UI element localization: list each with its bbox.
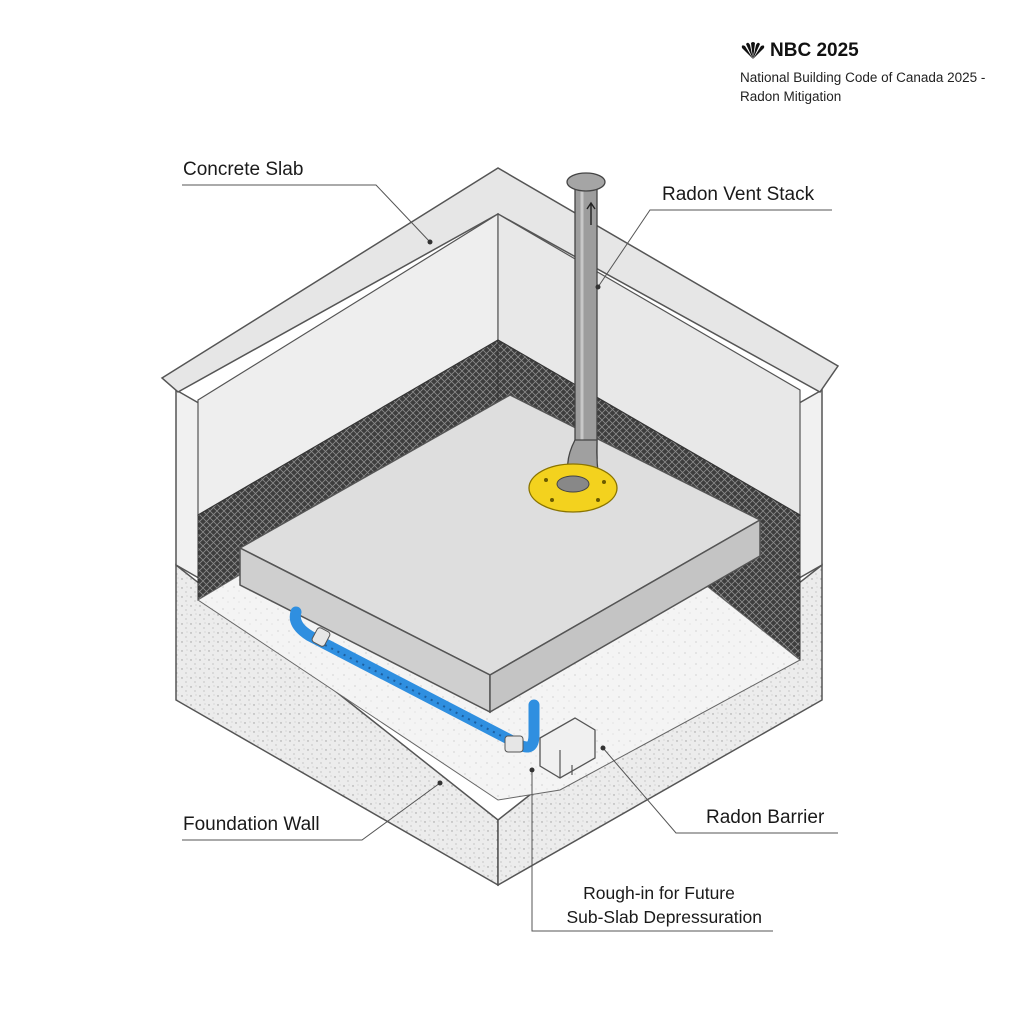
brand-title-row: NBC 2025 — [740, 40, 1010, 62]
label-rough-in-line1: Rough-in for Future — [583, 883, 735, 903]
pipe-elbow-fitting — [504, 735, 524, 753]
brand-subtitle-line1: National Building Code of Canada 2025 - — [740, 70, 986, 85]
rough-in-box — [539, 717, 596, 779]
vent-stack-cap — [566, 172, 606, 192]
leader-concrete-slab — [182, 184, 431, 243]
leader-rough-in — [531, 770, 773, 932]
brand-title: NBC 2025 — [770, 40, 859, 61]
pipe-coupling — [311, 627, 331, 647]
label-rough-in: Rough-in for Future Sub-Slab Depressurat… — [556, 881, 762, 929]
brand-header: NBC 2025 National Building Code of Canad… — [740, 40, 1010, 106]
brand-subtitle-line2: Radon Mitigation — [740, 89, 842, 104]
label-rough-in-line2: Sub-Slab Depressuration — [566, 907, 762, 927]
label-concrete-slab: Concrete Slab — [183, 159, 304, 180]
leader-foundation-wall — [182, 782, 441, 841]
sub-slab-pipe-perforations — [324, 644, 516, 744]
leader-radon-vent-stack — [597, 209, 832, 288]
radon-vent-stack-pipe — [574, 187, 598, 459]
label-foundation-wall: Foundation Wall — [183, 814, 320, 835]
label-radon-barrier: Radon Barrier — [706, 807, 825, 828]
vent-stack-arrow — [586, 201, 596, 225]
leader-radon-barrier — [602, 747, 838, 834]
wall-cap-top — [160, 167, 840, 393]
concrete-slab-front-right — [489, 518, 761, 714]
label-radon-vent-stack: Radon Vent Stack — [662, 184, 815, 205]
brand-subtitle: National Building Code of Canada 2025 - … — [740, 68, 1010, 106]
peacock-logo-icon — [741, 42, 765, 59]
